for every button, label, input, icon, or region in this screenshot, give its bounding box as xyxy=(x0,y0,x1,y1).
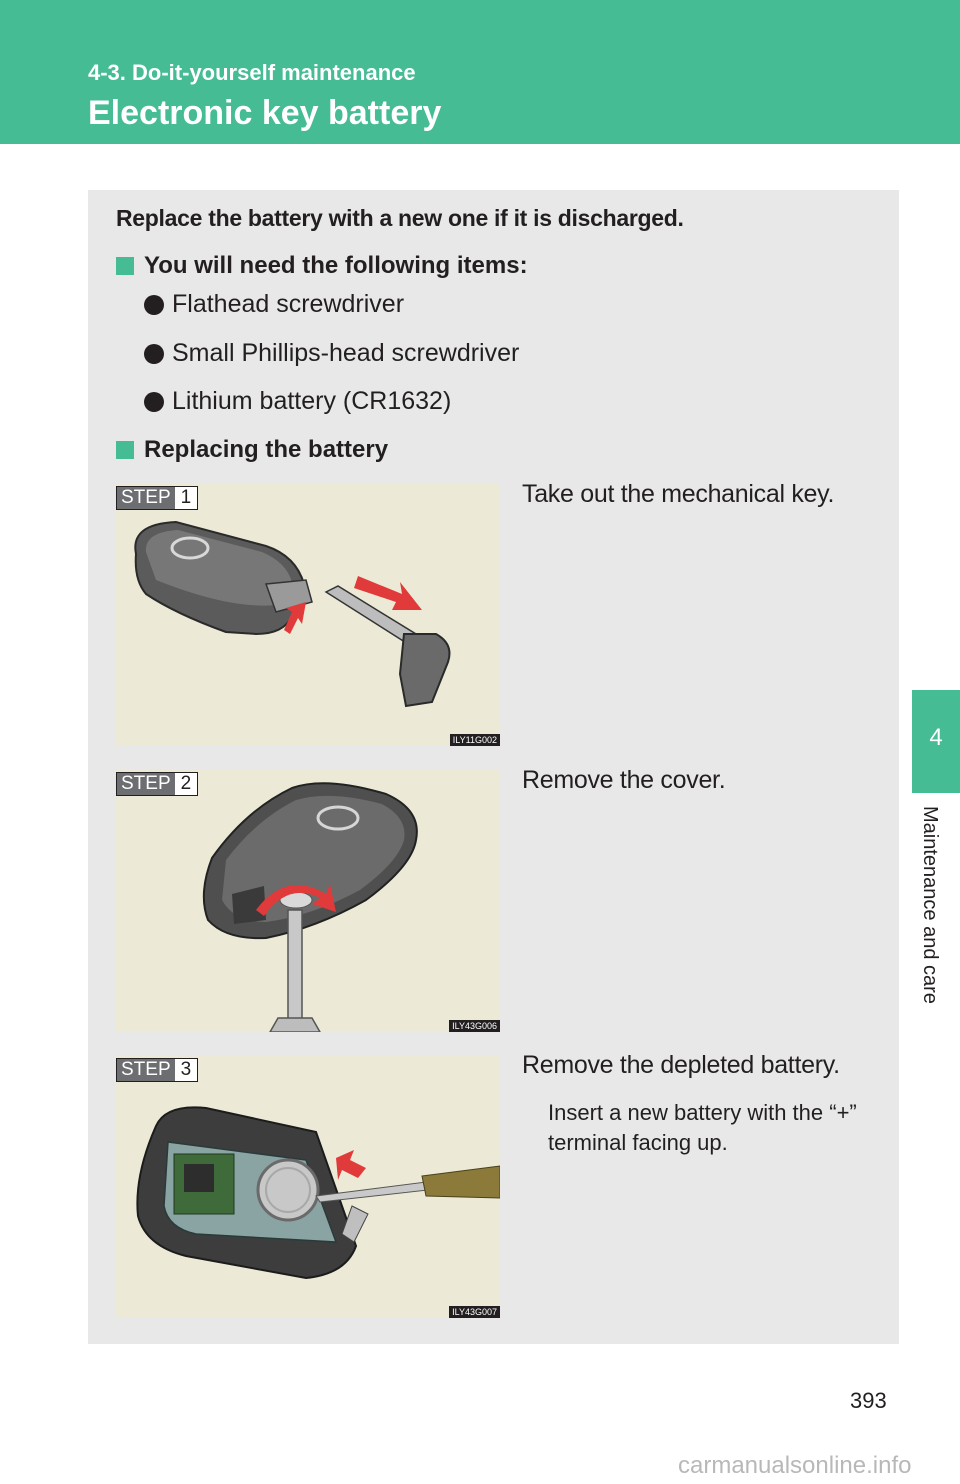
section-title: 4-3. Do-it-yourself maintenance xyxy=(88,60,416,85)
list-item: Lithium battery (CR1632) xyxy=(144,387,451,416)
bullet-icon xyxy=(144,391,164,412)
mechanical-key-illustration xyxy=(324,585,451,708)
key-fob-open-illustration xyxy=(136,1106,369,1280)
chapter-number: 4 xyxy=(929,724,943,751)
step-badge-2: STEP 2 xyxy=(116,772,199,796)
arrow-icon xyxy=(354,576,422,610)
page-header: 4-3. Do-it-yourself maintenance Electron… xyxy=(0,0,960,144)
step2-illustration: ILY43G006 xyxy=(116,770,500,1032)
items-heading: You will need the following items: xyxy=(116,252,528,280)
figure-code: ILY43G006 xyxy=(449,1020,500,1032)
square-bullet-icon xyxy=(116,257,134,275)
page-number: 393 xyxy=(850,1388,887,1413)
list-item: Flathead screwdriver xyxy=(144,290,404,319)
key-fob-illustration xyxy=(134,520,313,636)
step3-note: Insert a new battery with the “+” termin… xyxy=(548,1100,857,1155)
arrow-icon xyxy=(336,1150,366,1180)
key-fob-illustration xyxy=(202,782,418,940)
watermark: carmanualsonline.info xyxy=(678,1452,912,1479)
step3-illustration: ILY43G007 xyxy=(116,1056,500,1318)
step2-text: Remove the cover. xyxy=(522,766,726,794)
screwdriver-illustration xyxy=(315,1165,500,1203)
figure-code: ILY11G002 xyxy=(449,734,500,746)
replace-heading: Replacing the battery xyxy=(116,436,388,464)
page-title: Electronic key battery xyxy=(88,94,442,132)
figure-code: ILY43G007 xyxy=(449,1306,500,1318)
step3-text: Remove the depleted battery. xyxy=(522,1051,840,1079)
chapter-tab[interactable]: 4 xyxy=(912,690,960,793)
step-badge-3: STEP 3 xyxy=(116,1058,199,1082)
bullet-icon xyxy=(144,343,164,364)
list-item: Small Phillips-head screwdriver xyxy=(144,339,519,368)
arrow-icon xyxy=(284,602,306,634)
intro-text: Replace the battery with a new one if it… xyxy=(116,205,684,231)
screwdriver-illustration xyxy=(269,891,321,1032)
step1-illustration: ILY11G002 xyxy=(116,484,500,746)
square-bullet-icon xyxy=(116,441,134,459)
arrow-icon xyxy=(256,884,336,916)
step-badge-1: STEP 1 xyxy=(116,486,199,510)
chapter-label: Maintenance and care xyxy=(919,806,941,1004)
step1-text: Take out the mechanical key. xyxy=(522,480,835,508)
bullet-icon xyxy=(144,294,164,315)
